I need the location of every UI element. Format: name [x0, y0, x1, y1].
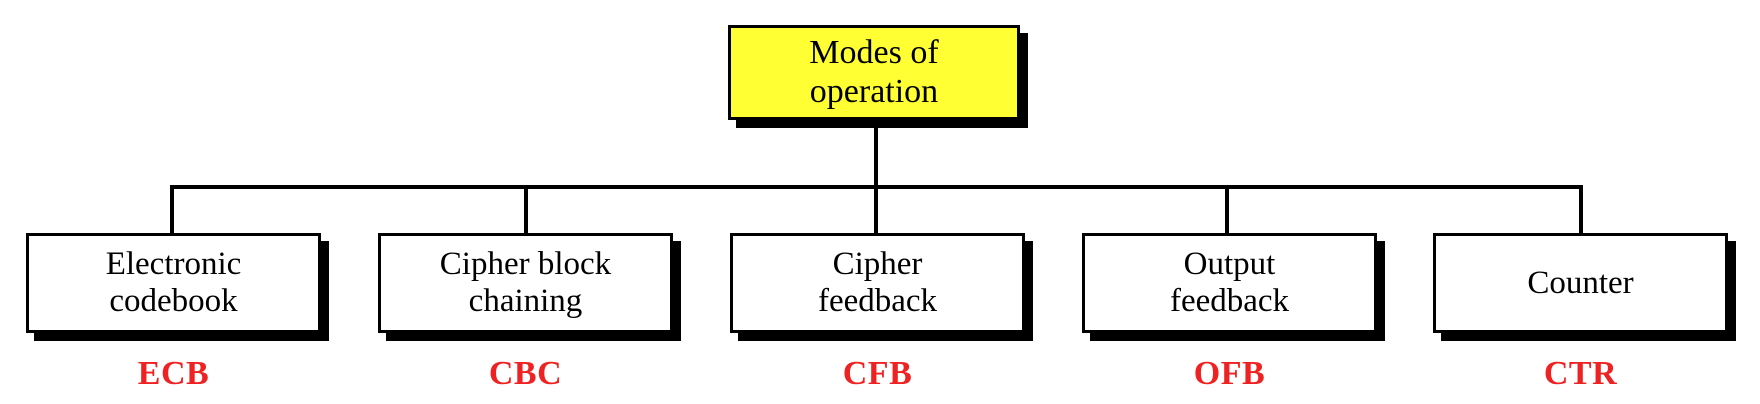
leaf-node-output-feedback[interactable]: Output feedback [1082, 233, 1377, 333]
acronym-cfb: CFB [842, 355, 913, 392]
leaf-node-label-2: Cipher block chaining [439, 246, 612, 319]
connector-root-stem [874, 128, 878, 189]
connector-drop-4 [1225, 185, 1229, 235]
connector-drop-1 [170, 185, 174, 235]
leaf-node-cipher-block-chaining[interactable]: Cipher block chaining [378, 233, 673, 333]
leaf-node-counter[interactable]: Counter [1433, 233, 1728, 333]
connector-drop-5 [1579, 185, 1583, 235]
root-node-modes-of-operation[interactable]: Modes of operation [728, 25, 1020, 120]
leaf-node-electronic-codebook[interactable]: Electronic codebook [26, 233, 321, 333]
acronym-ctr: CTR [1543, 355, 1618, 392]
acronym-ecb: ECB [137, 355, 210, 392]
connector-drop-3 [874, 185, 878, 235]
connector-drop-2 [524, 185, 528, 235]
leaf-node-cipher-feedback[interactable]: Cipher feedback [730, 233, 1025, 333]
leaf-node-label-3: Cipher feedback [817, 246, 938, 319]
root-node-label: Modes of operation [809, 34, 939, 110]
leaf-node-label-5: Counter [1527, 264, 1634, 301]
leaf-node-label-1: Electronic codebook [105, 246, 242, 319]
leaf-node-label-4: Output feedback [1169, 246, 1290, 319]
acronym-cbc: CBC [488, 355, 563, 392]
acronym-ofb: OFB [1193, 355, 1266, 392]
